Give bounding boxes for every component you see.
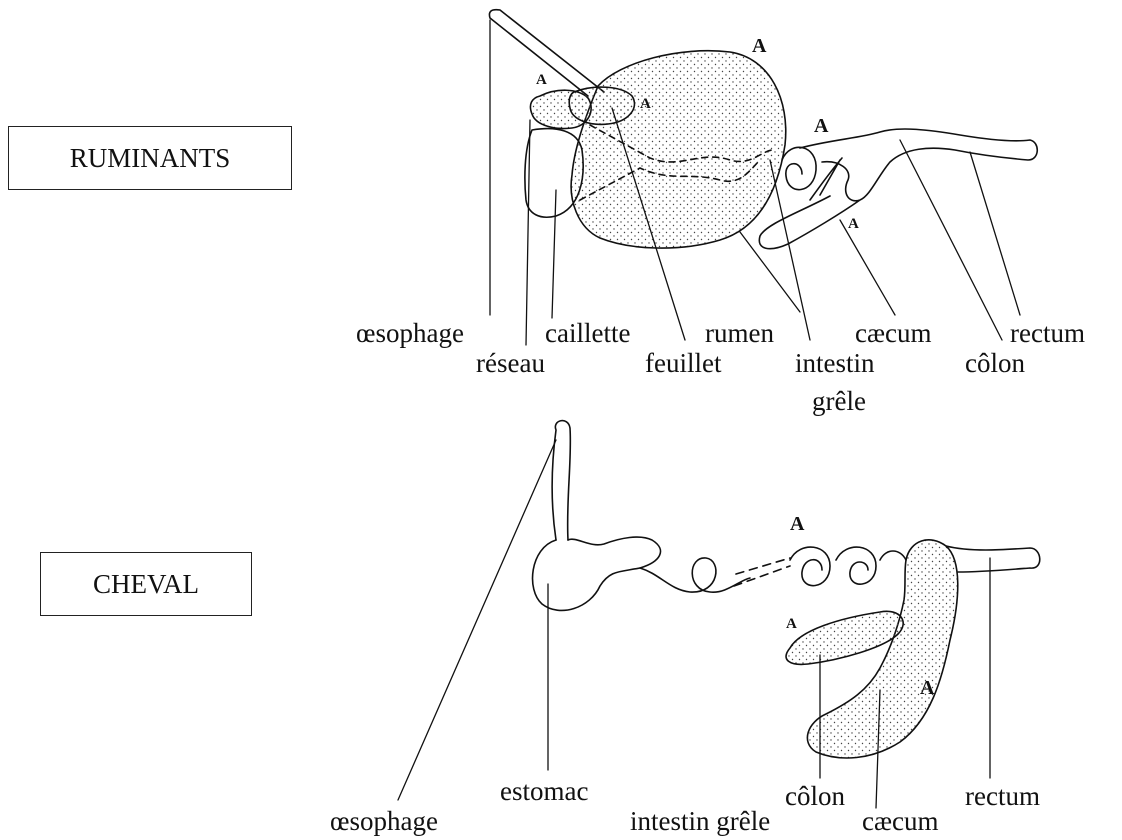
horse-digestive-tract xyxy=(533,421,1040,758)
label-reseau: réseau xyxy=(476,348,545,378)
label-colon: côlon xyxy=(965,348,1025,378)
leader-caillette xyxy=(552,190,556,318)
leader-horse-oesophage xyxy=(398,440,556,800)
marker-a-horse-intestine: A xyxy=(790,513,805,535)
label-oesophage: œsophage xyxy=(356,318,464,348)
label-horse-oesophage: œsophage xyxy=(330,806,438,836)
label-rumen: rumen xyxy=(705,318,774,348)
rumen-shape xyxy=(571,51,786,248)
ruminant-intestine-coil xyxy=(782,147,816,189)
ruminant-caecum-shape xyxy=(810,158,842,200)
marker-a-colon: A xyxy=(814,115,829,137)
leader-intestin xyxy=(770,160,810,340)
horse-intestine-coils-2 xyxy=(790,547,906,586)
label-horse-intestin: intestin grêle xyxy=(630,806,770,836)
horse-small-intestine xyxy=(640,558,750,592)
marker-a-feuillet: A xyxy=(640,96,651,112)
label-intestin-line2: grêle xyxy=(812,386,866,416)
label-horse-rectum: rectum xyxy=(965,781,1040,811)
label-horse-colon: côlon xyxy=(785,781,845,811)
leader-rumen xyxy=(740,232,800,312)
label-intestin-line1: intestin xyxy=(795,348,875,378)
marker-a-reseau: A xyxy=(536,72,547,88)
label-feuillet: feuillet xyxy=(645,348,722,378)
label-caecum: cæcum xyxy=(855,318,931,348)
feuillet-shape xyxy=(569,87,634,124)
label-estomac: estomac xyxy=(500,776,588,806)
label-rectum: rectum xyxy=(1010,318,1085,348)
leader-caecum xyxy=(840,220,895,315)
horse-stomach-shape xyxy=(533,537,661,610)
marker-a-horse-colon: A xyxy=(786,616,797,632)
marker-a-rumen: A xyxy=(752,35,767,57)
label-caillette: caillette xyxy=(545,318,630,348)
horse-rectum-shape xyxy=(946,546,1040,572)
label-horse-caecum: cæcum xyxy=(862,806,938,836)
leader-colon xyxy=(900,140,1002,340)
horse-oesophagus-shape xyxy=(552,421,570,540)
marker-a-caecum: A xyxy=(848,216,859,232)
marker-a-horse-caecum: A xyxy=(920,677,935,699)
